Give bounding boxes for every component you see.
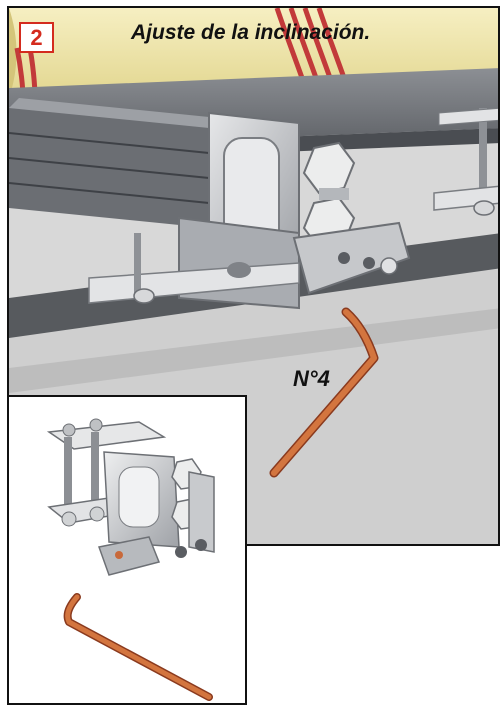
right-clamp — [433, 107, 498, 216]
tool-size-label: N°4 — [293, 366, 330, 391]
allen-key-icon — [269, 307, 379, 478]
hex-bolts — [292, 141, 411, 295]
left-profile-rail — [9, 98, 219, 228]
tilt-bracket — [88, 111, 300, 310]
step-title: Ajuste de la inclinación. — [131, 21, 371, 44]
allen-key-icon — [63, 593, 213, 701]
bracket-assembly-icon — [46, 418, 215, 701]
inset-illustration-panel — [7, 395, 247, 705]
step-number-badge: 2 — [19, 22, 54, 53]
